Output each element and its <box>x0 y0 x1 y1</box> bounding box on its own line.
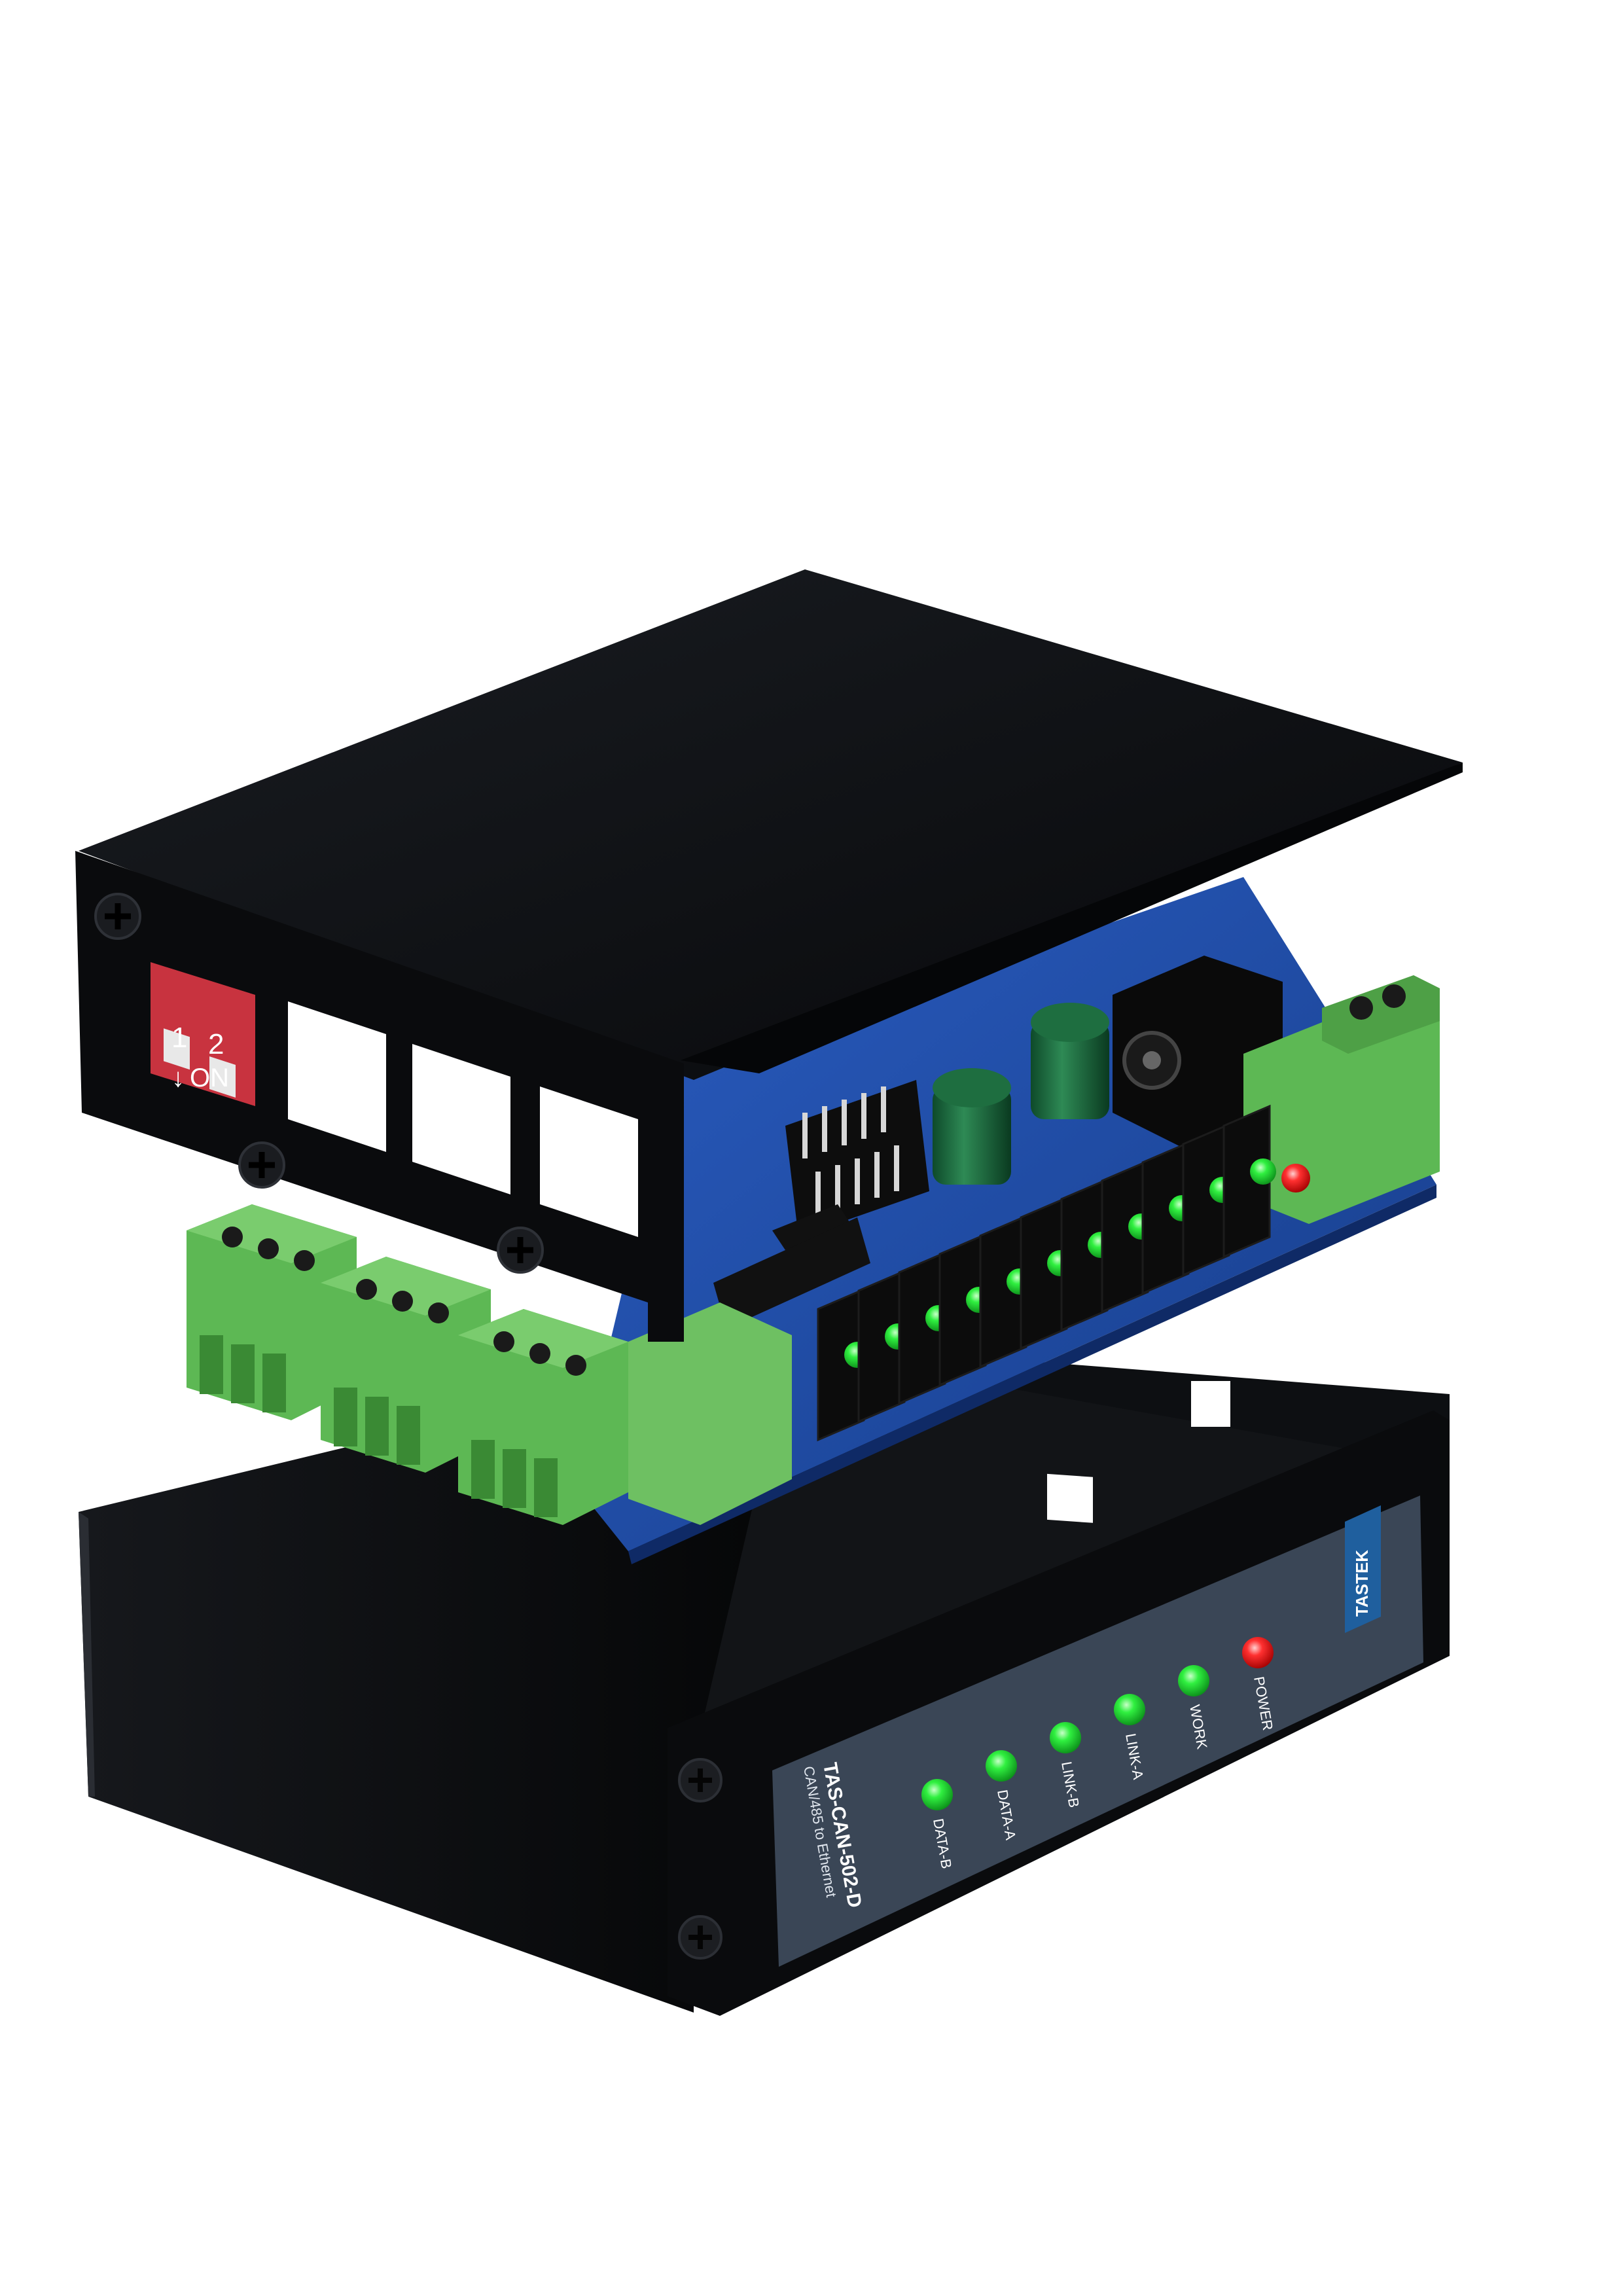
dip-switch: 1 2 ON ↓ <box>151 962 255 1106</box>
screw-icon <box>238 1141 285 1189</box>
ic-chip <box>713 1217 870 1329</box>
indicator-led <box>986 1750 1017 1782</box>
screw-icon <box>678 1758 722 1803</box>
ethernet-port-row <box>817 1104 1276 1442</box>
terminal-blocks <box>187 1204 792 1525</box>
top-cover-top <box>79 569 1463 1080</box>
power-led <box>1281 1164 1310 1193</box>
top-cover: 1 2 ON ↓ <box>75 569 1463 1342</box>
port-window <box>288 1001 386 1152</box>
dip-number-2: 2 <box>208 1028 224 1060</box>
arrow-down-icon: ↓ <box>171 1064 185 1092</box>
brand-badge <box>1345 1505 1381 1633</box>
screw-icon <box>678 1915 722 1960</box>
dip-on-label: ON <box>190 1064 229 1092</box>
port-window <box>540 1086 638 1237</box>
capacitor <box>933 1068 1011 1185</box>
terminal-block <box>458 1309 628 1525</box>
terminal-block <box>187 1204 357 1420</box>
rj45-port <box>1222 1104 1276 1259</box>
terminal-block <box>321 1257 491 1473</box>
indicator-led <box>1114 1694 1145 1725</box>
indicator-led <box>921 1779 953 1810</box>
indicator-link-a: LINK-A <box>1114 1694 1147 1781</box>
brand-text: TASTEK <box>1352 1550 1372 1617</box>
pin-header <box>785 1080 929 1237</box>
ic-chip <box>772 1204 851 1250</box>
indicator-led <box>1178 1665 1209 1696</box>
screw-icon <box>94 893 141 940</box>
front-label-panel <box>772 1496 1423 1967</box>
dc-power-jack <box>1113 956 1283 1152</box>
port-led <box>1250 1158 1276 1185</box>
indicator-led <box>1242 1637 1274 1668</box>
terminal-block-housing <box>628 1302 792 1525</box>
capacitor <box>1031 1003 1109 1119</box>
port-window <box>412 1044 510 1194</box>
screw-icon <box>497 1227 544 1274</box>
base-enclosure: TASTEK TAS-CAN-502-D CAN/485 to Ethernet <box>79 1342 1450 2016</box>
dip-number-1: 1 <box>171 1022 187 1054</box>
indicator-led <box>1050 1722 1081 1753</box>
